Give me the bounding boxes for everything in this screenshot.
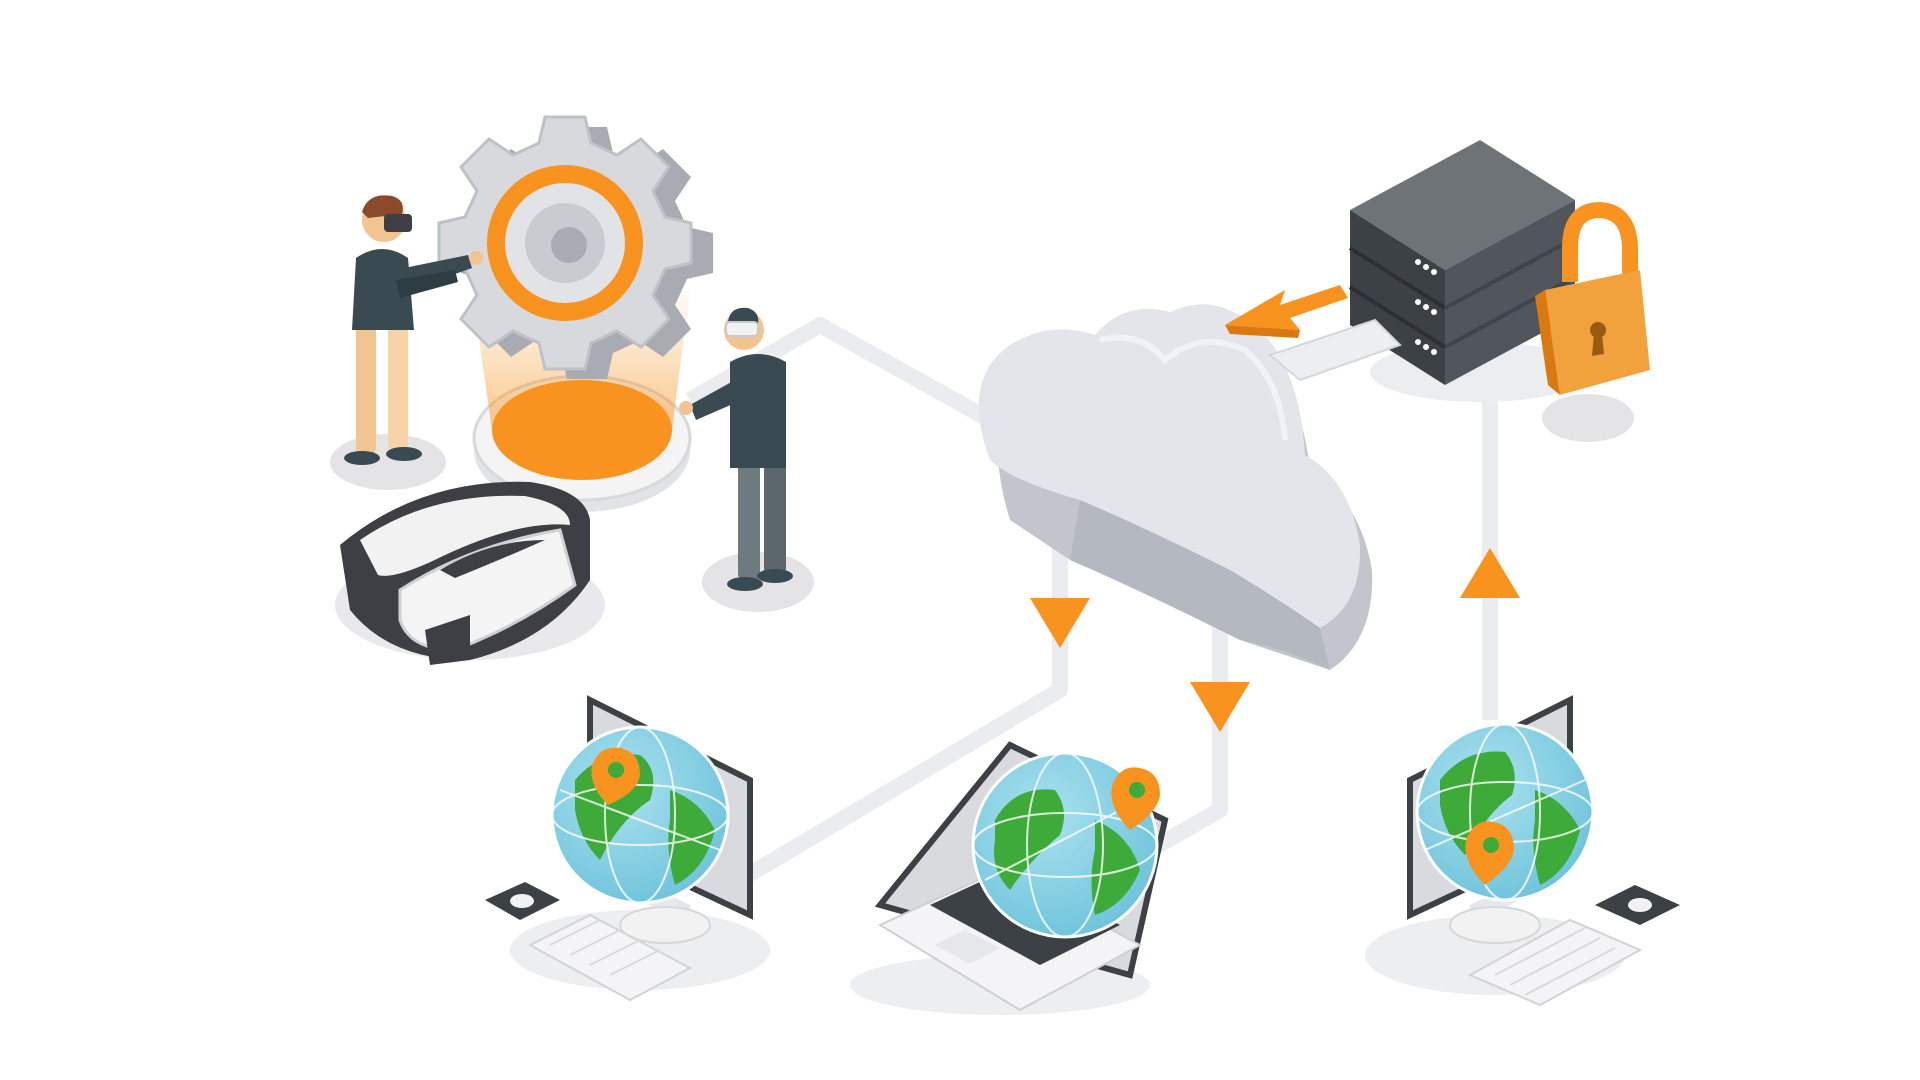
globe-icon bbox=[971, 751, 1159, 939]
server-icon bbox=[1267, 140, 1590, 402]
laptop-center bbox=[850, 741, 1169, 1015]
cloud-icon bbox=[978, 304, 1373, 670]
arrow-up-icon bbox=[1460, 548, 1520, 598]
vr-goggles-right bbox=[725, 321, 759, 337]
keyboard-icon bbox=[527, 913, 693, 1002]
arrow-down-icon bbox=[1030, 598, 1090, 648]
vr-goggles-left bbox=[384, 214, 412, 232]
gear-icon bbox=[437, 115, 713, 379]
vr-headset-icon bbox=[340, 481, 590, 665]
globe-icon bbox=[1415, 722, 1595, 902]
arrow-left-icon bbox=[1225, 285, 1348, 338]
arrow-down-icon bbox=[1190, 682, 1250, 732]
location-pin-icon bbox=[1111, 767, 1160, 830]
location-pin-icon bbox=[591, 747, 640, 805]
desktop-right bbox=[1365, 695, 1680, 1007]
person-right-vr-user bbox=[679, 307, 793, 591]
connector-cloud-to-desktop-left bbox=[735, 500, 1068, 887]
vr-workspace bbox=[330, 115, 814, 665]
padlock-icon bbox=[1535, 201, 1650, 442]
desktop-left bbox=[485, 695, 770, 1002]
person-left-vr-user bbox=[344, 195, 483, 465]
location-pin-icon bbox=[1465, 821, 1514, 885]
globe-icon bbox=[550, 725, 730, 905]
